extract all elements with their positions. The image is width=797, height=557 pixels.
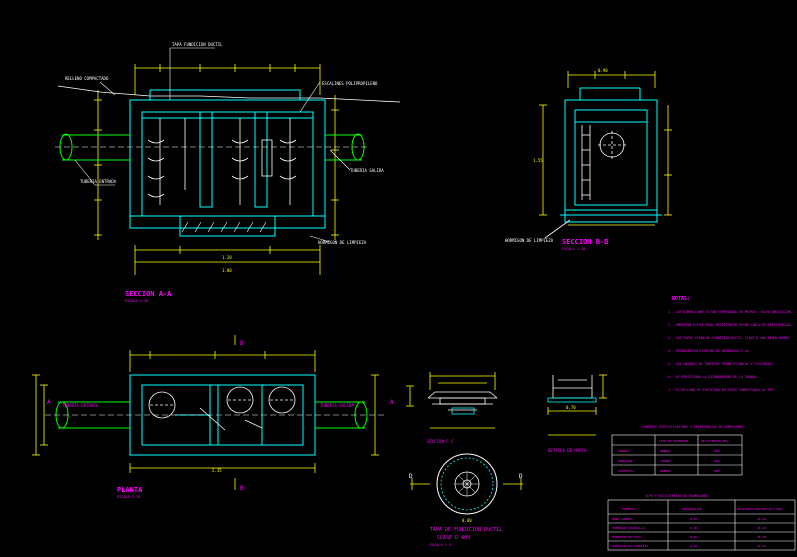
note-4: 4.- RECUBRIMIENTO MINIMO DE ARMADURAS 5 … [668, 349, 751, 353]
section-bb-drawing: 0.90 1.55 HORMIGON DE LIMPIEZA SECCION B… [505, 68, 672, 251]
concrete-row-3-col-0: SOLERILLA [618, 469, 634, 473]
concrete-row-1-col-0: ARMADO [618, 449, 629, 453]
resistance-row-1-col-1: H-25 [690, 517, 697, 521]
notes-title: NOTAS: [672, 296, 690, 302]
plan-cut-b-top: B [240, 340, 244, 347]
dim-bb-width: 0.90 [598, 68, 608, 73]
concrete-row-1-col-2: H25 [714, 449, 720, 453]
concrete-header-2: RESISTENCIA MPa [701, 439, 728, 443]
plan-cut-b-bottom: B [240, 485, 244, 492]
lid-title-line2: CLASE D 400 [437, 535, 470, 541]
frame-detail-title: DETALLE DE MARCO [548, 448, 587, 453]
concrete-row-3-col-2: H20 [714, 469, 720, 473]
resistance-header-1: DESIGNACION [682, 507, 702, 511]
note-6: 6.- SE VERIFICARA LA ESTANQUEIDAD DE LA … [668, 375, 758, 379]
lid-cut-d-right: D [519, 473, 523, 480]
dim-aa-inner: 1.20 [222, 255, 232, 260]
callout-escalines: ESCALINES POLIPROPILENO [322, 81, 378, 86]
dim-frame-w: 0.70 [566, 405, 576, 410]
concrete-table: CONCRETE ESPECIFICATIONS Y RESISTENCIAS … [611, 425, 744, 476]
concrete-row-2-col-0: HORMIGON [618, 459, 633, 463]
callout-relleno: RELLENO COMPACTADO [65, 76, 109, 81]
resistance-row-2-col-0: HORMIGON SOLERILLA [612, 526, 645, 530]
concrete-row-3-col-1: NORMAL [660, 469, 671, 473]
note-7: 7.- EL RELLENO SE EJECUTARA EN CAPAS COM… [668, 388, 776, 392]
dim-bb-height: 1.55 [533, 158, 543, 163]
lid-scale: ESCALA 1:5 [430, 543, 451, 547]
resistance-row-3-col-0: HORMIGON DE LOSA [612, 535, 641, 539]
resistance-row-2-col-2: 20-25 [757, 526, 766, 530]
resistance-row-4-col-0: HORMIGON DE LIMPIEZA [612, 544, 648, 548]
plan-cut-a-right: A [390, 399, 394, 406]
concrete-row-2-col-2: H20 [714, 459, 720, 463]
section-bb-scale: ESCALA 1:20 [562, 247, 585, 251]
resistance-header-2: RESISTENCIA CARACTERISTICA (MPa) [737, 508, 783, 511]
dim-lid-dia: 0.60 [462, 518, 472, 523]
resistance-row-4-col-2: 10-15 [757, 544, 766, 548]
note-1: 1.- LAS DIMENSIONES ESTAN EXPRESADAS EN … [668, 310, 793, 314]
concrete-header-1: TIPO DE HORMIGON [659, 439, 688, 443]
resistance-header-0: ELEMENTO [622, 507, 637, 511]
resistance-row-2-col-1: H-20 [690, 526, 697, 530]
lid-cut-d-left: D [409, 473, 413, 480]
plan-pipe-label-left: TUBERIA ENTRADA [62, 403, 99, 408]
callout-bb-hormigon: HORMIGON DE LIMPIEZA [505, 238, 554, 243]
dim-aa-total: 1.80 [222, 268, 232, 273]
resistance-row-4-col-1: H-10 [690, 544, 697, 548]
resistance-table-title: TIPO Y RESISTENCIAS DE HORMIGONES [645, 494, 708, 498]
callout-hormigon: HORMIGON DE LIMPIEZA [318, 240, 367, 245]
note-5: 5.- LAS UNIONES DE TUBERIAS SERAN ESTANC… [668, 362, 774, 366]
section-bb-title: SECCION B-B [562, 238, 608, 246]
resistance-row-1-col-2: 25-30 [757, 517, 766, 521]
lid-section-title: SECCION C-C [427, 439, 454, 444]
notes-block: NOTAS: 1.- LAS DIMENSIONES ESTAN EXPRESA… [668, 296, 793, 392]
frame-detail-drawing: 0.70 DETALLE DE MARCO [547, 374, 607, 453]
concrete-row-2-col-1: CAMARA [660, 459, 671, 463]
lid-title-line1: TAPA DE FUNDICION DUCTIL [430, 527, 502, 533]
concrete-table-title: CONCRETE ESPECIFICATIONS Y RESISTENCIAS … [642, 425, 744, 429]
section-aa-title: SECCION A-A [125, 290, 172, 298]
resistance-row-1-col-0: MURO CAMARA [612, 517, 632, 521]
callout-tuberia-out: TUBERIA SALIDA [350, 168, 384, 173]
lid-plan-drawing: D D 0.60 TAPA DE FUNDICION DUCTIL CLASE … [409, 453, 523, 547]
concrete-row-1-col-1: NORMAL [660, 449, 671, 453]
note-2: 2.- HORMIGON ESTRUCTURAL RESISTENCIA SEG… [668, 323, 793, 327]
plan-drawing: TUBERIA ENTRADA TUBERIA SALIDA A A B B 2… [32, 335, 394, 499]
section-aa-drawing: TAPA FUNDICION DUCTIL ESCALINES POLIPROP… [55, 42, 401, 303]
resistance-row-3-col-2: 25-30 [757, 535, 766, 539]
plan-scale: ESCALA 1:20 [117, 495, 140, 499]
dim-plan-total: 2.35 [212, 468, 222, 473]
plan-pipe-label-right: TUBERIA SALIDA [320, 403, 354, 408]
callout-tapa: TAPA FUNDICION DUCTIL [172, 42, 223, 47]
section-aa-scale: ESCALA 1:20 [125, 299, 148, 303]
lid-section-drawing: SECCION C-C [406, 372, 498, 444]
plan-cut-a-left: A [47, 399, 51, 406]
resistance-table: TIPO Y RESISTENCIAS DE HORMIGONES ELEMEN… [607, 494, 796, 551]
plan-title: PLANTA [117, 486, 143, 494]
callout-tuberia-in: TUBERIA ENTRADA [80, 179, 117, 184]
note-3: 3.- LAS TAPAS SERAN DE FUNDICION DUCTIL … [668, 336, 791, 340]
resistance-row-3-col-1: H-25 [690, 535, 697, 539]
